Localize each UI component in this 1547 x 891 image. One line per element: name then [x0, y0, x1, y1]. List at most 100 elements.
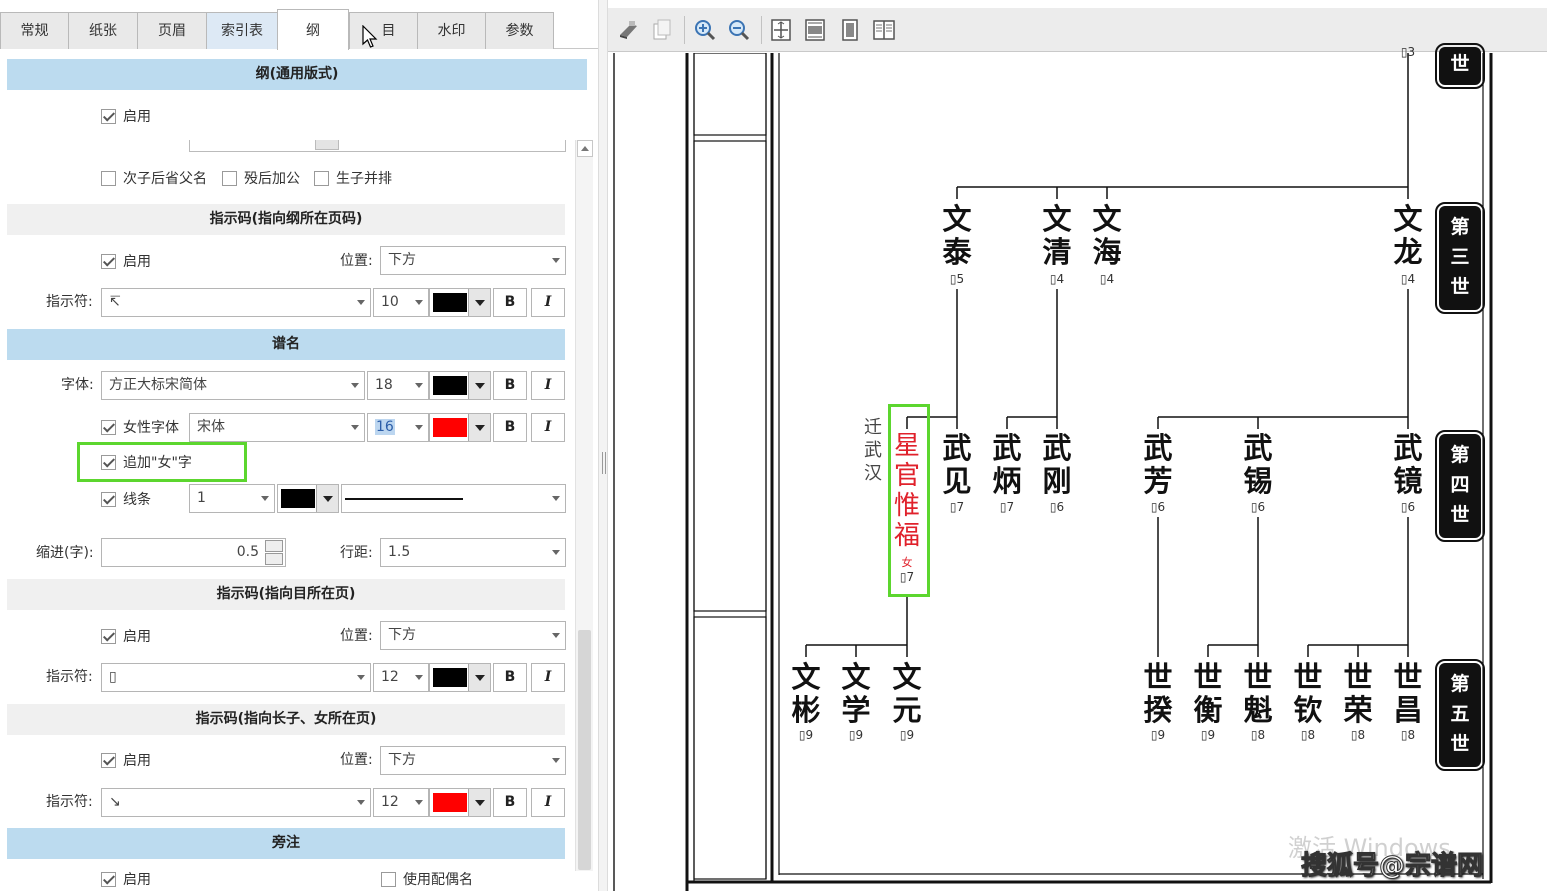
female-bold-button[interactable]: B: [493, 413, 527, 442]
font-size-select[interactable]: 18: [367, 371, 429, 400]
zoom-out-icon[interactable]: [727, 18, 751, 42]
index3-color-picker[interactable]: [429, 788, 491, 817]
person-name[interactable]: 武镜: [1390, 432, 1426, 498]
fit-width-icon[interactable]: [803, 18, 827, 42]
person-name[interactable]: 武炳: [989, 432, 1025, 498]
page-index-marker[interactable]: ▯7: [999, 500, 1015, 514]
color-dropdown-icon[interactable]: [468, 664, 490, 691]
tab-header[interactable]: 页眉: [137, 12, 207, 49]
index1-symbol-select[interactable]: ↸: [101, 288, 371, 317]
scroll-up-icon[interactable]: [577, 140, 593, 157]
person-name[interactable]: 文学: [838, 661, 874, 727]
index1-position-select[interactable]: 下方: [380, 246, 566, 275]
line-color-picker[interactable]: [277, 484, 339, 513]
page-index-marker[interactable]: ▯6: [1400, 500, 1416, 514]
person-name[interactable]: 武见: [939, 432, 975, 498]
zoom-in-icon[interactable]: [693, 18, 717, 42]
person-name[interactable]: 文泰: [939, 203, 975, 269]
tab-parameters[interactable]: 参数: [485, 12, 554, 49]
person-name[interactable]: 文龙: [1390, 203, 1426, 269]
gang-slider-thumb[interactable]: [315, 140, 339, 150]
font-italic-button[interactable]: I: [531, 371, 565, 400]
omit-parent-checkbox[interactable]: 次子后省父名: [101, 168, 207, 188]
tab-paper[interactable]: 纸张: [68, 12, 138, 49]
female-person-name[interactable]: 星 官 惟 福: [889, 431, 925, 551]
index3-bold-button[interactable]: B: [493, 788, 527, 817]
page-index-marker[interactable]: ▯7: [899, 570, 915, 584]
person-name[interactable]: 世钦: [1290, 661, 1326, 727]
person-name[interactable]: 文彬: [788, 661, 824, 727]
add-female-char-checkbox[interactable]: 追加"女"字: [101, 452, 192, 472]
font-color-picker[interactable]: [429, 371, 491, 400]
index3-italic-button[interactable]: I: [531, 788, 565, 817]
gang-enable-checkbox[interactable]: 启用: [101, 106, 151, 126]
tab-index-table[interactable]: 索引表: [206, 12, 278, 49]
index1-bold-button[interactable]: B: [493, 288, 527, 317]
stepper-up-icon[interactable]: [265, 540, 283, 552]
page-index-marker[interactable]: ▯8: [1300, 728, 1316, 742]
index1-size-select[interactable]: 10: [373, 288, 429, 317]
index3-position-select[interactable]: 下方: [380, 746, 566, 775]
tab-watermark[interactable]: 水印: [417, 12, 486, 49]
page-index-marker[interactable]: ▯7: [949, 500, 965, 514]
gang-slider-track[interactable]: [189, 140, 566, 152]
page-index-marker[interactable]: ▯6: [1049, 500, 1065, 514]
page-index-marker[interactable]: ▯8: [1350, 728, 1366, 742]
tab-gang[interactable]: 纲: [277, 9, 349, 50]
line-width-select[interactable]: 1: [189, 484, 275, 513]
person-name[interactable]: 世衡: [1190, 661, 1226, 727]
person-name[interactable]: 文清: [1039, 203, 1075, 269]
female-font-checkbox[interactable]: 女性字体: [101, 417, 179, 437]
copy-icon[interactable]: [650, 18, 674, 42]
index3-size-select[interactable]: 12: [373, 788, 429, 817]
page-index-marker[interactable]: ▯9: [798, 728, 814, 742]
index1-italic-button[interactable]: I: [531, 288, 565, 317]
female-italic-button[interactable]: I: [531, 413, 565, 442]
person-name[interactable]: 武刚: [1039, 432, 1075, 498]
color-dropdown-icon[interactable]: [468, 289, 490, 316]
female-size-select[interactable]: 16: [367, 413, 429, 442]
page-index-marker[interactable]: ▯6: [1250, 500, 1266, 514]
person-name[interactable]: 文海: [1089, 203, 1125, 269]
page-index-marker[interactable]: ▯4: [1400, 272, 1416, 286]
index2-position-select[interactable]: 下方: [380, 621, 566, 650]
tab-mu[interactable]: 目: [349, 12, 418, 49]
page-index-marker[interactable]: ▯9: [1150, 728, 1166, 742]
page-index-marker[interactable]: ▯4: [1049, 272, 1065, 286]
page-index-marker[interactable]: ▯8: [1400, 728, 1416, 742]
page-index-marker[interactable]: ▯5: [949, 272, 965, 286]
page-index-marker[interactable]: ▯4: [1099, 272, 1115, 286]
spacing-select[interactable]: 1.5: [380, 538, 566, 567]
index2-italic-button[interactable]: I: [531, 663, 565, 692]
after-death-checkbox[interactable]: 殁后加公: [222, 168, 300, 188]
person-name[interactable]: 世昌: [1390, 661, 1426, 727]
use-spouse-checkbox[interactable]: 使用配偶名: [381, 869, 473, 889]
person-name[interactable]: 世揆: [1140, 661, 1176, 727]
font-select[interactable]: 方正大标宋简体: [101, 371, 365, 400]
color-dropdown-icon[interactable]: [468, 372, 490, 399]
page-index-marker[interactable]: ▯8: [1250, 728, 1266, 742]
print-icon[interactable]: [617, 18, 641, 42]
index2-size-select[interactable]: 12: [373, 663, 429, 692]
person-name[interactable]: 文元: [889, 661, 925, 727]
page-index-marker[interactable]: ▯9: [899, 728, 915, 742]
single-page-icon[interactable]: [838, 18, 862, 42]
index1-enable-checkbox[interactable]: 启用: [101, 251, 151, 271]
person-name[interactable]: 武芳: [1140, 432, 1176, 498]
indent-stepper[interactable]: 0.5: [101, 538, 286, 567]
index2-symbol-select[interactable]: ▯: [101, 663, 371, 692]
fit-page-icon[interactable]: [769, 18, 793, 42]
index2-color-picker[interactable]: [429, 663, 491, 692]
scrollbar-thumb[interactable]: [578, 630, 591, 870]
female-font-select[interactable]: 宋体: [189, 413, 365, 442]
person-name[interactable]: 世荣: [1340, 661, 1376, 727]
lines-checkbox[interactable]: 线条: [101, 489, 151, 509]
page-index-marker[interactable]: ▯6: [1150, 500, 1166, 514]
index3-enable-checkbox[interactable]: 启用: [101, 750, 151, 770]
born-row-checkbox[interactable]: 生子并排: [314, 168, 392, 188]
index2-enable-checkbox[interactable]: 启用: [101, 626, 151, 646]
color-dropdown-icon[interactable]: [468, 414, 490, 441]
line-style-select[interactable]: [341, 484, 566, 513]
page-index-marker[interactable]: ▯3: [1400, 45, 1416, 59]
color-dropdown-icon[interactable]: [316, 485, 338, 512]
